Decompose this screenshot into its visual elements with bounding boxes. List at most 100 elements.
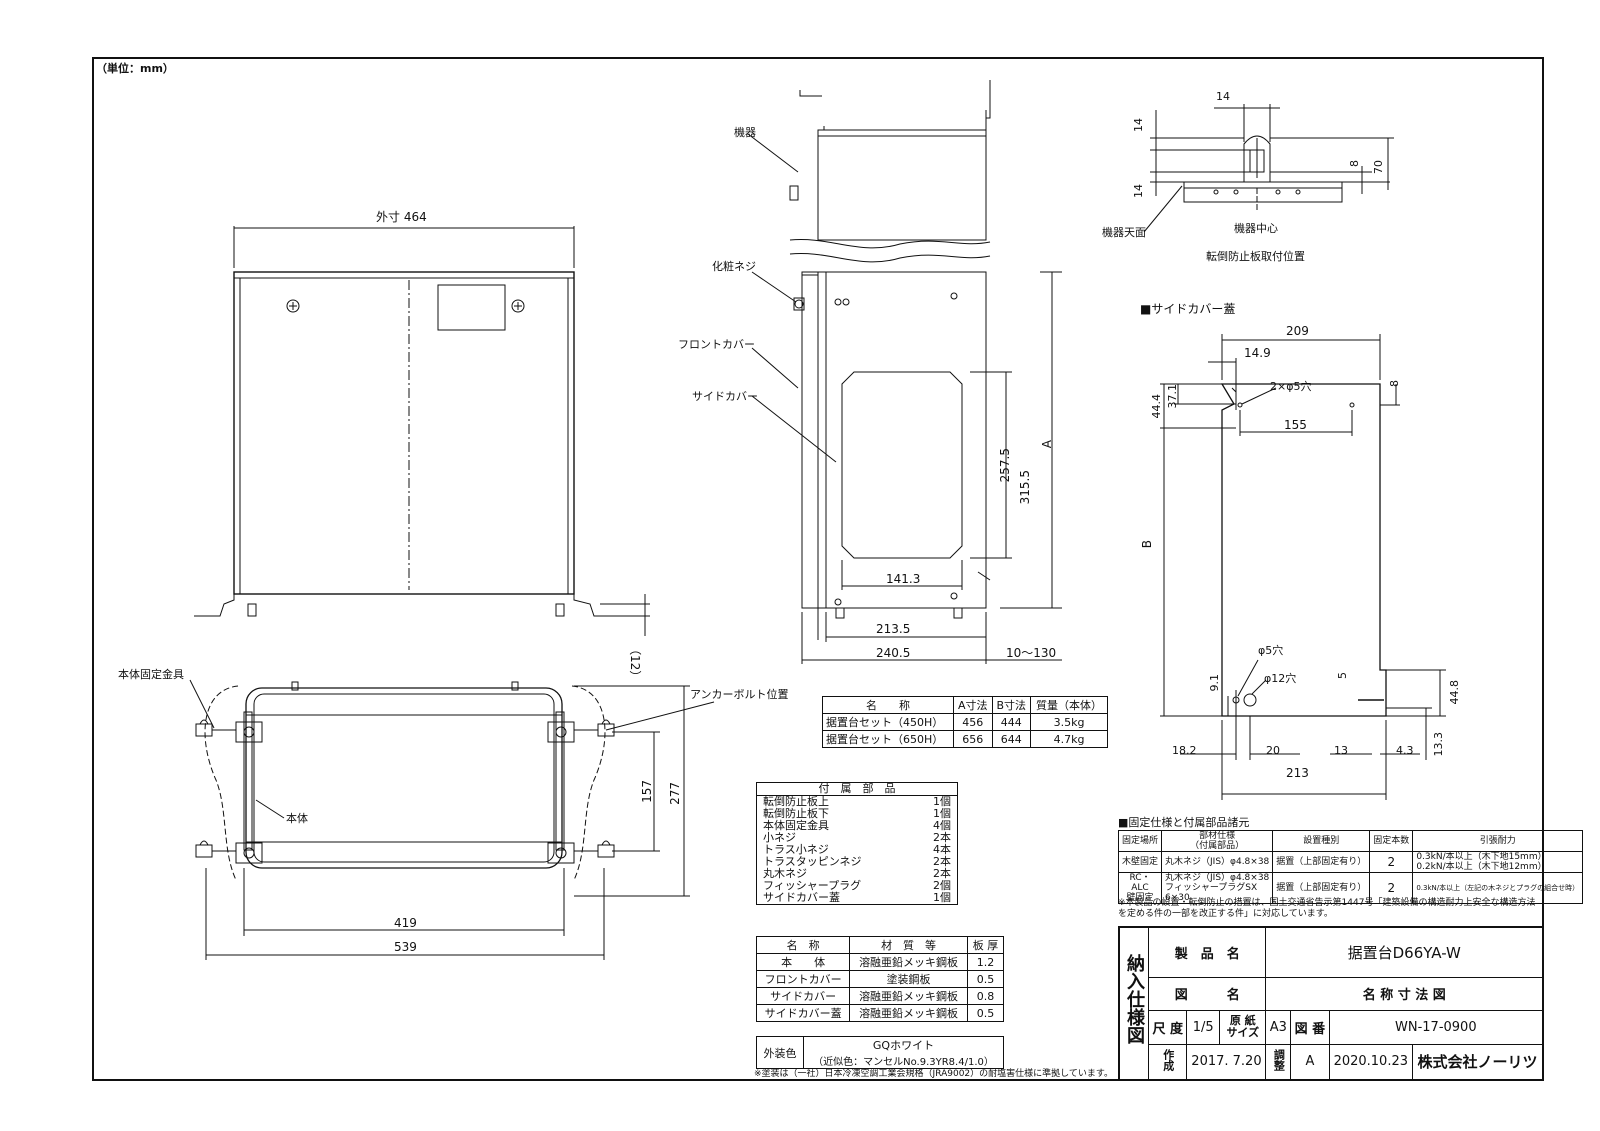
scale-label: 尺 度 — [1147, 1010, 1188, 1045]
revised-label: 調整 — [1265, 1043, 1292, 1081]
drawing-number: WN-17-0900 — [1328, 1010, 1544, 1045]
cover-lid-title: ■サイドカバー蓋 — [1140, 302, 1236, 316]
dim-419: 419 — [394, 916, 417, 930]
fixing-table: 固定場所 部材仕様 （付属部品） 設置種別 固定本数 引張耐力 木壁固定 丸木ネ… — [1117, 830, 1584, 904]
table-row: RC・ALC 壁固定 丸木ネジ（JIS）φ4.8×38 フィッシャープラグSX … — [1117, 872, 1584, 904]
dim-8-lid: 8 — [1388, 380, 1401, 387]
cover-lid — [1160, 334, 1446, 800]
color-label: 外装色 — [756, 1036, 804, 1069]
front-view — [194, 226, 650, 636]
dim-257-5: 257.5 — [998, 448, 1012, 483]
screw-label: 化粧ネジ — [712, 260, 756, 273]
accessories-header: 付 属 部 品 — [756, 782, 958, 796]
title-block: 納入仕様図 製 品 名 据置台D66YA-W 図 名 名 称 寸 法 図 尺 度… — [1118, 926, 1544, 1081]
product-label: 製 品 名 — [1147, 926, 1267, 978]
dim-141-3: 141.3 — [886, 572, 921, 586]
top-surface-label: 機器天面 — [1102, 226, 1146, 239]
dim-14-top: 14 — [1216, 90, 1230, 103]
dim-8: 8 — [1348, 160, 1361, 167]
dim-5: 5 — [1336, 672, 1349, 679]
kiki-label: 機器 — [734, 126, 756, 139]
paper-value: A3 — [1265, 1010, 1292, 1045]
created-label: 作成 — [1147, 1043, 1188, 1081]
paper-label: 原 紙 サイズ — [1219, 1010, 1267, 1045]
model-hdr-a: A寸法 — [953, 696, 993, 714]
title-side-label: 納入仕様図 — [1118, 926, 1149, 1081]
color-value1: GQホワイト — [803, 1036, 1004, 1053]
drawing-label: 図 名 — [1147, 976, 1267, 1012]
table-row: 据置台セット（450H） 456 444 3.5kg — [822, 713, 1108, 731]
top-detail — [1143, 104, 1394, 233]
center-label: 機器中心 — [1234, 222, 1278, 235]
scale-value: 1/5 — [1186, 1010, 1221, 1045]
fixing-title: ■固定仕様と付属部品諸元 — [1118, 816, 1250, 829]
unit-note: （単位：mm） — [96, 62, 174, 75]
fixing-note: ※本製品の設置・転倒防止の措置は、国土交通省告示第1447号「建築設備の構造耐力… — [1118, 898, 1536, 919]
anchor-position-label: アンカーボルト位置 — [690, 688, 789, 701]
model-hdr-name: 名 称 — [822, 696, 954, 714]
dim-10-130: 10～130 — [1006, 646, 1057, 660]
dim-4-3: 4.3 — [1396, 744, 1414, 757]
drawing-frame — [92, 57, 1544, 1081]
product-name: 据置台D66YA-W — [1265, 926, 1544, 978]
dim-213: 213 — [1286, 766, 1309, 780]
hole-12: φ12穴 — [1264, 672, 1297, 685]
holes-2x5: 2×φ5穴 — [1270, 380, 1312, 393]
dim-14-left2: 14 — [1132, 184, 1145, 198]
bottom-view — [189, 679, 715, 960]
dim-13-3: 13.3 — [1432, 732, 1445, 757]
revision-mark: A — [1290, 1043, 1330, 1081]
top-detail-caption: 転倒防止板取付位置 — [1206, 250, 1305, 263]
dim-209: 209 — [1286, 324, 1309, 338]
front-cover-label: フロントカバー — [678, 338, 755, 351]
table-row: 据置台セット（650H） 656 644 4.7kg — [822, 730, 1108, 748]
color-value2: （近似色：マンセルNo.9.3YR8.4/1.0） — [803, 1053, 1004, 1069]
dim-A: A — [1040, 440, 1054, 449]
side-view — [747, 80, 1062, 664]
body-label: 本体 — [286, 812, 308, 825]
color-table: 外装色 GQホワイト （近似色：マンセルNo.9.3YR8.4/1.0） — [756, 1036, 1004, 1069]
revised-date: 2020.10.23 — [1328, 1043, 1413, 1081]
dim-13: 13 — [1334, 744, 1348, 757]
dim-18-2: 18.2 — [1172, 744, 1197, 757]
dim-157: 157 — [640, 780, 654, 803]
paint-note: ※塗装は（一社）日本冷凍空調工業会規格（JRA9002）の耐塩害仕様に準拠してい… — [754, 1069, 1113, 1079]
dim-14-9: 14.9 — [1244, 346, 1271, 360]
drawing-name: 名 称 寸 法 図 — [1265, 976, 1544, 1012]
company-name: 株式会社ノーリツ — [1411, 1043, 1544, 1081]
front-width-label: 外寸 464 — [376, 210, 427, 224]
dim-20: 20 — [1266, 744, 1280, 757]
model-table: 名 称 A寸法 B寸法 質量（本体） 据置台セット（450H） 456 444 … — [822, 696, 1108, 748]
dim-9-1: 9.1 — [1208, 674, 1221, 692]
table-row: 木壁固定 丸木ネジ（JIS）φ4.8×38 据置（上部固定有り） 2 0.3kN… — [1117, 851, 1584, 873]
dim-44-8: 44.8 — [1448, 680, 1461, 705]
dim-37-1: 37.1 — [1166, 384, 1179, 409]
dim-B: B — [1140, 540, 1154, 549]
dim-277: 277 — [668, 782, 682, 805]
dim-539: 539 — [394, 940, 417, 954]
model-hdr-b: B寸法 — [991, 696, 1032, 714]
hole-5: φ5穴 — [1258, 644, 1284, 657]
dim-44-4: 44.4 — [1150, 394, 1163, 419]
model-hdr-mass: 質量（本体） — [1030, 696, 1108, 714]
dim-315-5: 315.5 — [1018, 470, 1032, 505]
created-date: 2017. 7.20 — [1186, 1043, 1267, 1081]
dim-155: 155 — [1284, 418, 1307, 432]
number-label: 図 番 — [1290, 1010, 1330, 1045]
side-cover-label: サイドカバー — [692, 390, 758, 403]
foot-height-label: （12） — [628, 643, 642, 683]
dim-70: 70 — [1372, 160, 1385, 174]
